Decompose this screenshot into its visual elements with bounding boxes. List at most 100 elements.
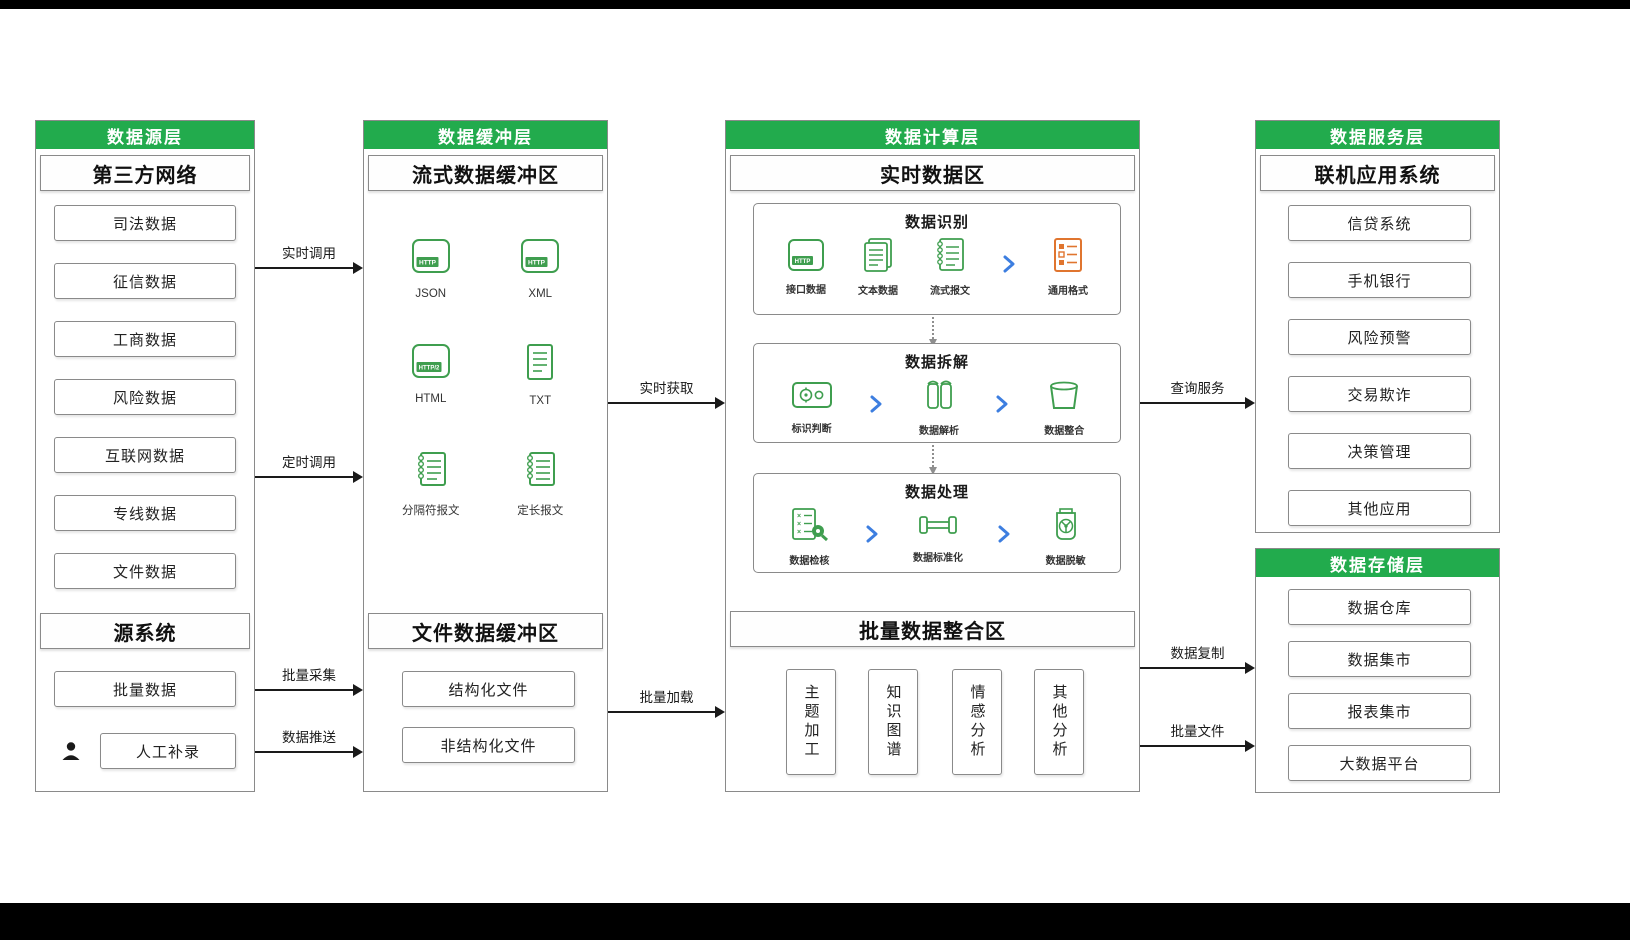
arrow-batch-collect: 批量采集 bbox=[255, 664, 363, 696]
data-buffer-layer-title: 数据缓冲层 bbox=[364, 121, 607, 149]
json-http-icon: HTTP bbox=[410, 237, 452, 280]
text-data-icon bbox=[859, 236, 897, 279]
arrow-batch-file: 批量文件 bbox=[1140, 720, 1255, 752]
source-item-batch-data: 批量数据 bbox=[54, 671, 236, 707]
item-stream-message: 流式报文 bbox=[930, 236, 970, 297]
arrow-label: 实时获取 bbox=[639, 381, 694, 396]
arrow-line bbox=[608, 711, 717, 713]
item-label: 数据检核 bbox=[789, 556, 830, 567]
storage-item-data-mart: 数据集市 bbox=[1288, 641, 1471, 677]
arrow-head-icon bbox=[1245, 662, 1255, 674]
html-http-icon: HTTP/2 bbox=[410, 342, 452, 385]
arrow-head-icon bbox=[1245, 397, 1255, 409]
item-label: 数据脱敏 bbox=[1045, 556, 1086, 567]
format-label: JSON bbox=[415, 288, 447, 300]
source-item-manual-entry: 人工补录 bbox=[100, 733, 236, 769]
txt-file-icon bbox=[521, 342, 559, 387]
data-compute-layer: 数据计算层 实时数据区 数据识别 HTTP 接口数据 bbox=[725, 120, 1140, 792]
arrow-query-service: 查询服务 bbox=[1140, 377, 1255, 409]
arrow-realtime-call: 实时调用 bbox=[255, 242, 363, 274]
item-text-data: 文本数据 bbox=[858, 236, 898, 297]
arrow-head-icon bbox=[715, 706, 725, 718]
arrow-label: 数据推送 bbox=[282, 730, 336, 745]
svg-text:HTTP: HTTP bbox=[795, 259, 811, 265]
arrow-head-icon bbox=[1245, 740, 1255, 752]
storage-item-bigdata-platform: 大数据平台 bbox=[1288, 745, 1471, 781]
item-data-merge: 数据整合 bbox=[1044, 376, 1084, 437]
realtime-zone-title: 实时数据区 bbox=[730, 155, 1135, 191]
vbox-label: 知识图谱 bbox=[884, 684, 902, 760]
data-buffer-layer: 数据缓冲层 流式数据缓冲区 HTTP JSON HTTP XML bbox=[363, 120, 608, 792]
svg-text:HTTP: HTTP bbox=[419, 260, 437, 267]
format-txt: TXT bbox=[521, 342, 559, 407]
data-service-layer-title: 数据服务层 bbox=[1256, 121, 1499, 149]
item-label: 数据标准化 bbox=[912, 553, 963, 564]
file-item-unstructured: 非结构化文件 bbox=[402, 727, 575, 763]
svg-text:×: × bbox=[797, 529, 801, 536]
source-item-risk: 风险数据 bbox=[54, 379, 236, 415]
stage-title: 数据识别 bbox=[904, 214, 969, 231]
chevron-right-icon bbox=[1002, 253, 1016, 280]
item-label: 通用格式 bbox=[1048, 286, 1088, 297]
item-api-data: HTTP 接口数据 bbox=[786, 237, 826, 296]
arrow-line bbox=[255, 751, 355, 753]
arrow-batch-load: 批量加载 bbox=[608, 686, 725, 718]
person-icon bbox=[60, 733, 82, 769]
storage-item-report-mart: 报表集市 bbox=[1288, 693, 1471, 729]
service-item-transaction-fraud: 交易欺诈 bbox=[1288, 376, 1471, 412]
arrow-label: 查询服务 bbox=[1170, 381, 1225, 396]
identify-judge-icon bbox=[790, 378, 834, 417]
batch-item-sentiment-analysis: 情感分析 bbox=[952, 669, 1002, 775]
format-json: HTTP JSON bbox=[410, 237, 452, 300]
online-app-system-title: 联机应用系统 bbox=[1260, 155, 1495, 191]
arrow-line bbox=[1140, 402, 1247, 404]
item-data-mask: 数据脱敏 bbox=[1046, 506, 1086, 567]
data-storage-layer-title: 数据存储层 bbox=[1256, 549, 1499, 577]
service-item-risk-warning: 风险预警 bbox=[1288, 319, 1471, 355]
service-item-credit-system: 信贷系统 bbox=[1288, 205, 1471, 241]
data-source-layer: 数据源层 第三方网络 司法数据 征信数据 工商数据 风险数据 互联网数据 专线数… bbox=[35, 120, 255, 792]
item-generic-format: 通用格式 bbox=[1048, 236, 1088, 297]
source-item-business: 工商数据 bbox=[54, 321, 236, 357]
batch-zone-title: 批量数据整合区 bbox=[730, 611, 1135, 647]
stage-data-disassembly: 数据拆解 标识判断 bbox=[753, 343, 1121, 443]
arrow-label: 批量文件 bbox=[1170, 724, 1225, 739]
source-item-dedicated: 专线数据 bbox=[54, 495, 236, 531]
arrow-line bbox=[255, 267, 355, 269]
arrow-head-icon bbox=[715, 397, 725, 409]
api-data-icon: HTTP bbox=[786, 237, 826, 278]
storage-item-warehouse: 数据仓库 bbox=[1288, 589, 1471, 625]
item-label: 流式报文 bbox=[930, 286, 970, 297]
arrow-head-icon bbox=[353, 262, 363, 274]
third-party-network-title: 第三方网络 bbox=[40, 155, 250, 191]
format-html: HTTP/2 HTML bbox=[410, 342, 452, 407]
top-black-bar bbox=[0, 0, 1630, 9]
file-item-structured: 结构化文件 bbox=[402, 671, 575, 707]
format-delimited: 分隔符报文 bbox=[402, 449, 460, 518]
item-label: 接口数据 bbox=[786, 285, 826, 296]
stage-data-recognition: 数据识别 HTTP 接口数据 bbox=[753, 203, 1121, 315]
arrow-data-push: 数据推送 bbox=[255, 726, 363, 758]
format-label: TXT bbox=[529, 395, 552, 407]
item-data-check: × × × 数据检核 bbox=[788, 506, 830, 567]
vbox-label: 主题加工 bbox=[802, 684, 820, 760]
format-fixed-length: 定长报文 bbox=[517, 449, 563, 518]
arrow-head-icon bbox=[353, 471, 363, 483]
stream-buffer-title: 流式数据缓冲区 bbox=[368, 155, 603, 191]
data-check-icon: × × × bbox=[788, 506, 830, 549]
item-data-standardize: 数据标准化 bbox=[913, 509, 963, 564]
stream-message-icon bbox=[931, 236, 969, 279]
data-compute-layer-title: 数据计算层 bbox=[726, 121, 1139, 149]
svg-text:×: × bbox=[797, 513, 801, 520]
stage-data-processing: 数据处理 × × × 数据 bbox=[753, 473, 1121, 573]
arrow-line bbox=[1140, 667, 1247, 669]
arrow-scheduled-call: 定时调用 bbox=[255, 451, 363, 483]
source-item-internet: 互联网数据 bbox=[54, 437, 236, 473]
source-system-title: 源系统 bbox=[40, 613, 250, 649]
vbox-label: 其他分析 bbox=[1050, 684, 1068, 760]
arrow-line bbox=[608, 402, 717, 404]
format-xml: HTTP XML bbox=[519, 237, 561, 300]
stage-title: 数据处理 bbox=[904, 484, 969, 501]
arrow-label: 数据复制 bbox=[1170, 646, 1225, 661]
vbox-label: 情感分析 bbox=[968, 684, 986, 760]
